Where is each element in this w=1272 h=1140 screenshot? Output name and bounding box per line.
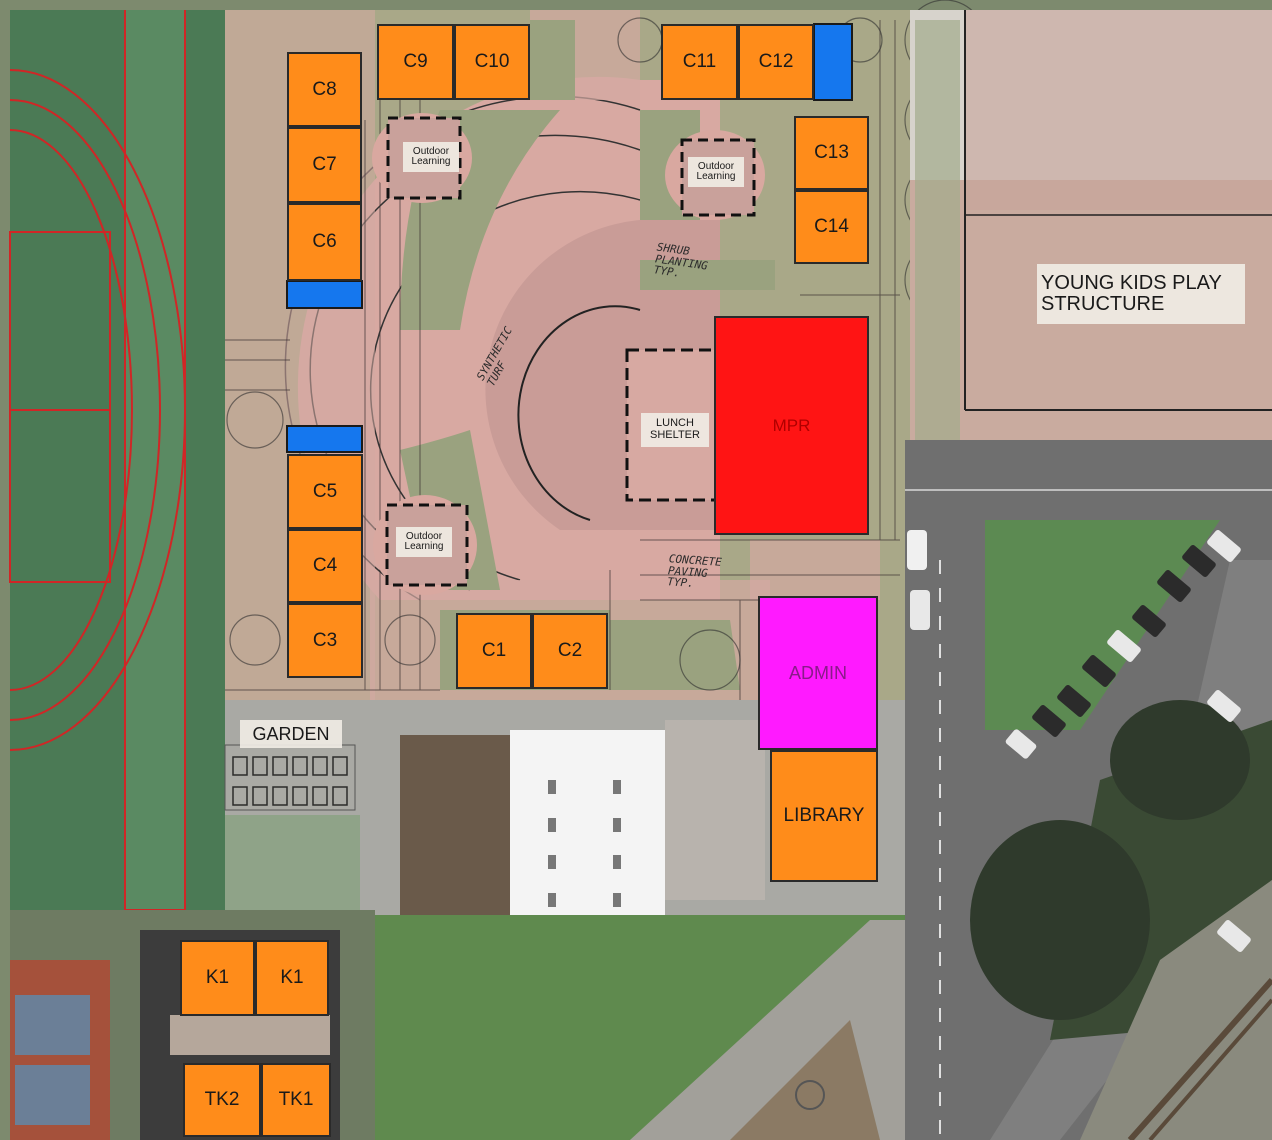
classroom-c1[interactable]: C1 — [456, 613, 532, 689]
outdoor-learning-label-1: Outdoor Learning — [403, 142, 459, 172]
garden-label: GARDEN — [240, 720, 342, 748]
outdoor-learning-label-3: Outdoor Learning — [396, 527, 452, 557]
field-lane — [125, 10, 185, 910]
paving-joints — [225, 20, 900, 890]
young-kids-play-structure-label: YOUNG KIDS PLAY STRUCTURE — [1037, 264, 1245, 324]
lower-campus — [10, 700, 905, 1140]
restroom-west-upper — [286, 280, 363, 309]
transitional-k-tk1[interactable]: TK1 — [261, 1063, 331, 1137]
admin-building[interactable]: ADMIN — [758, 596, 878, 750]
library-building[interactable]: LIBRARY — [770, 750, 878, 882]
restroom-blocks — [286, 23, 853, 453]
classroom-c3[interactable]: C3 — [287, 603, 363, 678]
classroom-c7[interactable]: C7 — [287, 127, 362, 203]
restroom-north — [813, 23, 853, 101]
classroom-c13[interactable]: C13 — [794, 116, 869, 190]
mpr-building[interactable]: MPR — [714, 316, 869, 535]
garden-beds — [232, 756, 348, 806]
shrub-planting-note: SHRUB PLANTING TYP. — [652, 240, 709, 280]
classroom-c5[interactable]: C5 — [287, 454, 363, 529]
kindergarten-k1-left[interactable]: K1 — [180, 940, 255, 1016]
play-structure-area — [910, 10, 1272, 440]
lunch-shelter-label: LUNCH SHELTER — [641, 413, 709, 447]
classroom-c14[interactable]: C14 — [794, 190, 869, 264]
classroom-c10[interactable]: C10 — [454, 24, 530, 100]
classroom-c8[interactable]: C8 — [287, 52, 362, 127]
kindergarten-k1-right[interactable]: K1 — [255, 940, 329, 1016]
classroom-c6[interactable]: C6 — [287, 203, 362, 281]
classroom-c2[interactable]: C2 — [532, 613, 608, 689]
running-track — [9, 10, 186, 911]
classroom-c12[interactable]: C12 — [738, 24, 814, 100]
outdoor-learning-label-2: Outdoor Learning — [688, 157, 744, 187]
road-and-parking — [905, 440, 1272, 1140]
classroom-c9[interactable]: C9 — [377, 24, 454, 100]
transitional-k-tk2[interactable]: TK2 — [183, 1063, 261, 1137]
restroom-west-lower — [286, 425, 363, 453]
classroom-c4[interactable]: C4 — [287, 529, 363, 603]
classroom-c11[interactable]: C11 — [661, 24, 738, 100]
athletic-field — [10, 10, 225, 910]
concrete-paving-note: CONCRETE PAVING TYP. — [666, 552, 723, 591]
